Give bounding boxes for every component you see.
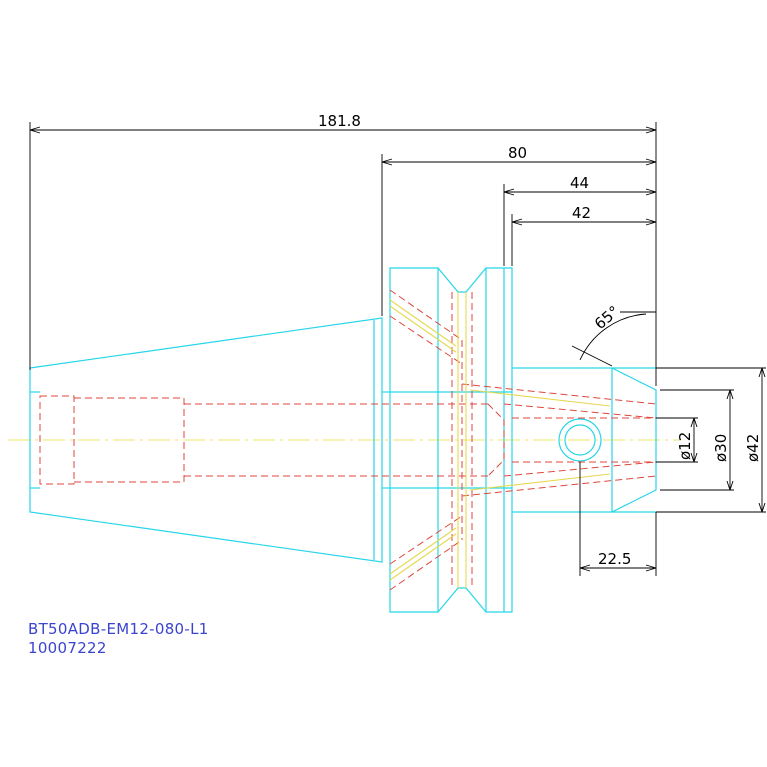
hidden-lines (39, 289, 657, 591)
part-number: BT50ADB-EM12-080-L1 (28, 620, 209, 638)
dim-overall-length: 181.8 (318, 112, 361, 130)
dim-gauge-length: 80 (508, 144, 527, 162)
set-screw-hole (558, 418, 602, 462)
holder-outline (29, 267, 657, 613)
dimension-lines (29, 122, 766, 576)
thread-lines (389, 292, 611, 588)
dim-screw-offset: 22.5 (598, 550, 631, 568)
item-code: 10007222 (28, 639, 107, 657)
dim-bore-diameter: ø12 (676, 432, 694, 460)
dim-length-42: 42 (572, 204, 591, 222)
dim-nose-diameter: ø42 (744, 434, 762, 462)
dim-length-44: 44 (570, 174, 589, 192)
dim-body-diameter: ø30 (712, 434, 730, 462)
